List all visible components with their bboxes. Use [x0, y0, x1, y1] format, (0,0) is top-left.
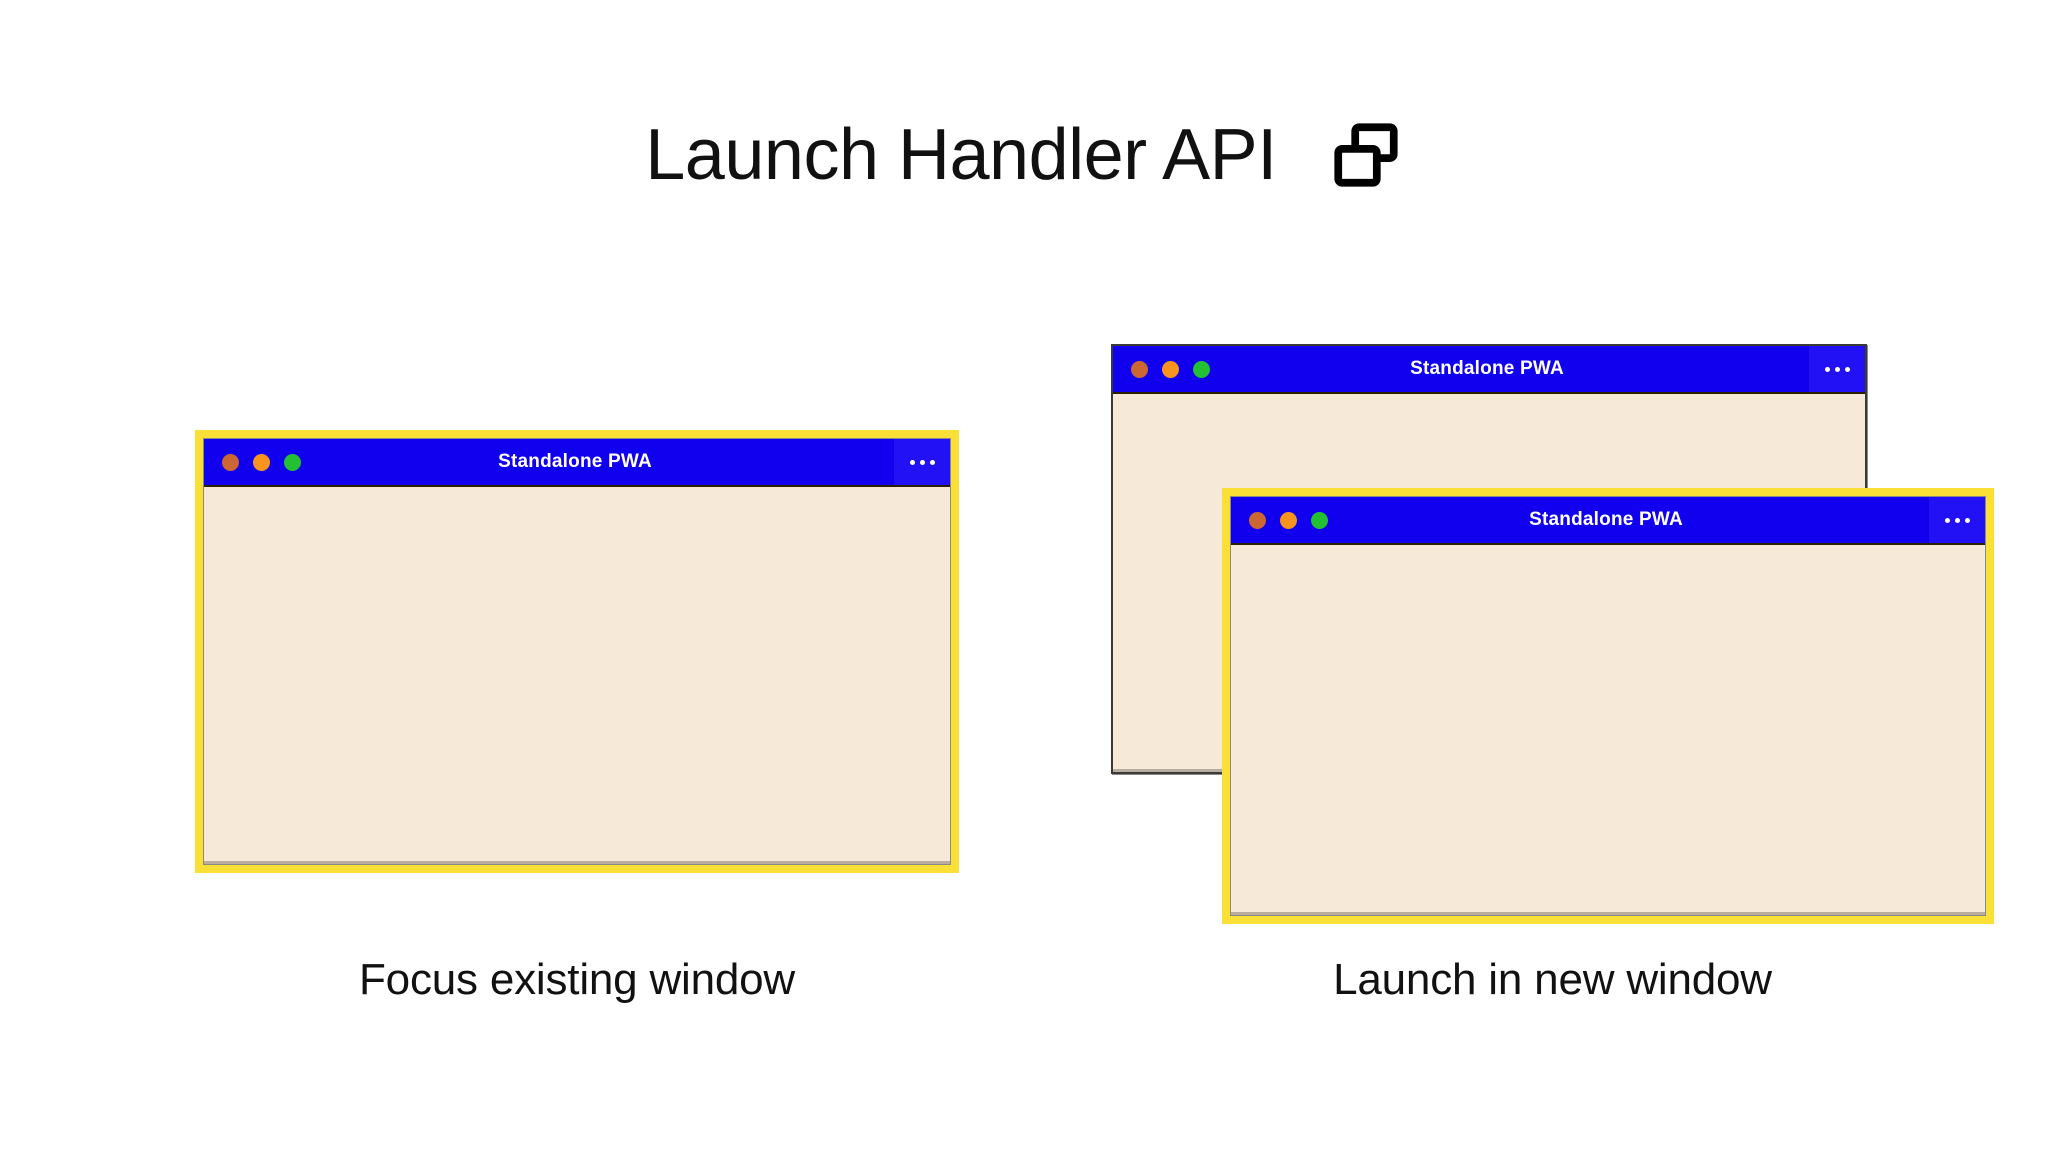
close-button-icon[interactable] [222, 453, 239, 471]
caption-launch-new: Launch in new window [1333, 955, 1772, 1004]
pwa-window-focus-existing[interactable]: Standalone PWA [195, 430, 959, 873]
window-title: Standalone PWA [1529, 509, 1683, 530]
menu-dot-icon [1944, 517, 1950, 523]
window-controls [1131, 360, 1210, 378]
close-button-icon[interactable] [1249, 511, 1266, 529]
maximize-button-icon[interactable] [1311, 511, 1328, 529]
window-content-area [204, 487, 950, 864]
page-title: Launch Handler API [645, 115, 1277, 195]
window-titlebar[interactable]: Standalone PWA [1113, 346, 1865, 394]
caption-focus-existing: Focus existing window [359, 955, 795, 1004]
close-button-icon[interactable] [1131, 360, 1148, 378]
menu-dot-icon [1954, 517, 1960, 523]
minimize-button-icon[interactable] [1162, 360, 1179, 378]
menu-dot-icon [929, 459, 935, 465]
overflow-menu-button[interactable] [1809, 346, 1865, 392]
overflow-menu-button[interactable] [1929, 497, 1985, 543]
menu-dot-icon [1824, 366, 1830, 372]
menu-dot-icon [909, 459, 915, 465]
minimize-button-icon[interactable] [253, 453, 270, 471]
window-title: Standalone PWA [498, 451, 652, 472]
menu-dot-icon [919, 459, 925, 465]
maximize-button-icon[interactable] [284, 453, 301, 471]
window-inner: Standalone PWA [203, 438, 951, 865]
page-header: Launch Handler API [0, 118, 2048, 192]
window-titlebar[interactable]: Standalone PWA [204, 439, 950, 487]
menu-dot-icon [1834, 366, 1840, 372]
maximize-button-icon[interactable] [1193, 360, 1210, 378]
window-inner: Standalone PWA [1230, 496, 1986, 916]
window-titlebar[interactable]: Standalone PWA [1231, 497, 1985, 545]
window-controls [1249, 511, 1328, 529]
overflow-menu-button[interactable] [894, 439, 950, 485]
minimize-button-icon[interactable] [1280, 511, 1297, 529]
menu-dot-icon [1844, 366, 1850, 372]
window-content-area [1231, 545, 1985, 915]
multi-window-icon [1329, 118, 1403, 192]
window-controls [222, 453, 301, 471]
pwa-window-new-front[interactable]: Standalone PWA [1222, 488, 1994, 924]
window-title: Standalone PWA [1410, 358, 1564, 379]
menu-dot-icon [1964, 517, 1970, 523]
